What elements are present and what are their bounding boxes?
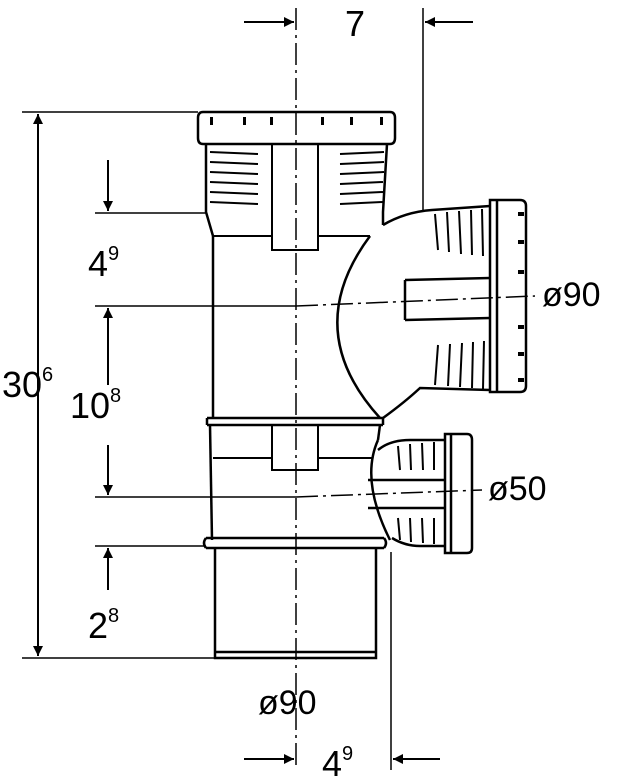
upper-ring-marks	[210, 117, 383, 125]
main-pipe-diameter: ø90	[258, 684, 317, 722]
small-branch-diameter: ø50	[488, 470, 547, 508]
extension-lines	[22, 8, 424, 770]
center-lines	[295, 8, 536, 770]
bottom-offset-label: 49	[322, 743, 353, 782]
dimension-arrows	[33, 17, 473, 764]
bottom-offset-sup: 9	[342, 743, 353, 765]
top-offset-label: 7	[345, 3, 365, 44]
mid-collar-details	[213, 425, 372, 471]
lower-spigot-main: 2	[88, 605, 108, 646]
large-branch	[336, 198, 528, 420]
total-height-label: 306	[2, 364, 53, 405]
small-branch-ribs	[397, 442, 435, 544]
upper-socket-label: 49	[88, 243, 119, 284]
upper-socket-main: 4	[88, 243, 108, 284]
lower-spigot-label: 28	[88, 605, 119, 646]
branch-spacing-sup: 8	[110, 385, 121, 407]
large-branch-ribs	[434, 208, 485, 390]
upper-socket-ribs	[209, 144, 385, 251]
small-branch	[368, 432, 474, 555]
total-height-main: 30	[2, 364, 42, 405]
branch-spacing-main: 10	[70, 385, 110, 426]
branch-spacing-label: 108	[70, 385, 121, 426]
total-height-sup: 6	[42, 364, 53, 386]
large-branch-diameter: ø90	[542, 276, 601, 314]
large-branch-marks	[518, 212, 524, 382]
lower-spigot-sup: 8	[108, 605, 119, 627]
upper-socket-sup: 9	[108, 243, 119, 265]
main-pipe-body	[196, 110, 397, 660]
bottom-offset-main: 4	[322, 743, 342, 782]
